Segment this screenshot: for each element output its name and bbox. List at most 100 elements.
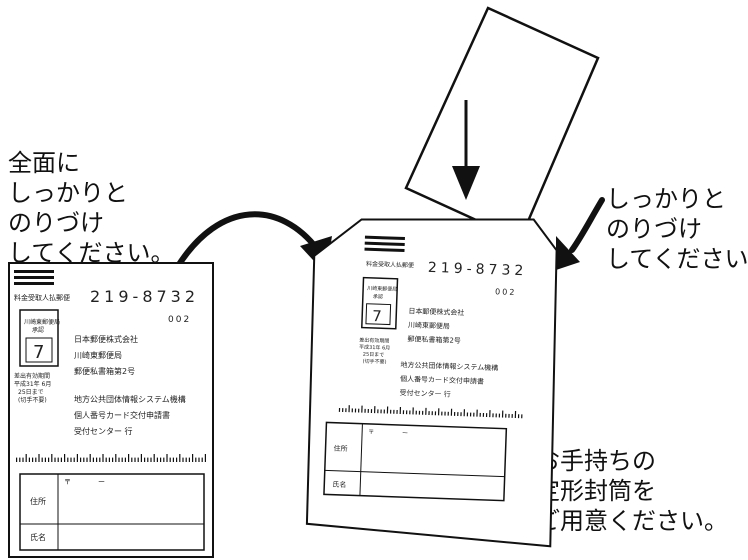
barcode-bar [179,454,181,462]
barcode-bar [521,414,523,419]
barcode-bar [70,457,72,462]
barcode-bar [361,405,363,413]
barcode-bar [354,408,357,413]
barcode-bar [172,457,174,462]
callout-right-line: のりづけ [606,215,702,243]
header-stripe [364,247,405,253]
barcode-bar [140,454,142,462]
barcode-bar [182,457,184,462]
number-label: 002 [495,287,517,297]
barcode-bar [495,413,497,418]
barcode-bar [358,408,360,413]
department-line: 地方公共団体情報システム機構 [400,360,498,372]
barcode-bar [64,454,66,462]
barcode-bar [434,411,437,416]
barcode-bar [176,457,178,462]
barcode-bar [342,408,344,412]
barcode-bar [383,409,385,414]
callout-bottom-line: お手持ちの [536,447,656,475]
barcode-bar [364,408,366,413]
post-office-box [361,276,399,330]
name-label: 氏名 [30,532,46,542]
barcode-bar [128,454,130,462]
postcard-left: 料金受取人払郵便 219-8732 002 川崎東郵便局 承認 7 日本郵便株式… [8,262,214,558]
barcode-bar [386,406,389,414]
post-office-number-box [25,337,53,363]
post-office-number: 7 [372,307,382,325]
barcode-bar [492,413,494,418]
dash-mark: ー [98,478,105,486]
barcode-bar [67,457,69,462]
barcode-bar [367,408,369,413]
barcode-bar [453,412,456,416]
envelope-top [404,6,600,242]
address-name-box [323,421,508,502]
barcode-bar [137,457,139,462]
barcode-bar [115,454,117,462]
barcode-bar [19,457,21,462]
barcode-bar [374,406,376,414]
post-office-line1: 川崎東郵便局 [24,318,60,326]
callout-prepare-envelope: お手持ちの 定形封筒を ご用意ください。 [536,446,728,536]
barcode-bar [421,410,424,415]
expiry-line: 差出有効期間 [14,372,50,380]
barcode-bar [35,457,37,462]
callout-bottom-line: 定形封筒を [536,477,656,505]
barcode-bar [460,412,462,417]
postal-mark: 〒 [368,429,374,436]
name-label: 氏名 [332,480,346,489]
barcode-bar [402,410,405,415]
barcode-bar [124,457,126,462]
barcode-bar [96,457,98,462]
barcode-bar [73,457,75,462]
barcode-bar [485,413,488,418]
barcode-bar [489,410,491,418]
barcode-bar [57,457,59,462]
address-label: 住所 [30,496,46,506]
barcode-bar [48,457,50,462]
callout-left-line: しっかりと [8,179,128,207]
header-stripe [14,276,54,279]
expiry-line: 差出有効期間 [359,337,389,345]
barcode-bar [195,457,197,462]
barcode-bar [89,454,91,462]
barcode-bar [463,409,466,417]
post-office-line2: 承認 [373,293,383,300]
barcode-bar [201,457,203,462]
barcode-bar [185,457,187,462]
recipient-line: 郵便私書箱第2号 [407,334,461,345]
barcode-bar [160,457,162,462]
post-office-number-box [365,303,392,326]
barcode-bar [144,457,146,462]
barcode [16,454,206,462]
recipient-line: 日本郵便株式会社 [408,306,464,317]
barcode-bar [409,410,411,415]
barcode-bar [476,409,478,417]
expiry-line: 平成31年 6月 [14,380,51,388]
header-stripe [364,241,405,247]
curved-arrow-right-head [556,236,580,270]
barcode-bar [498,413,501,418]
barcode-bar [44,457,46,462]
department-line: 個人番号カード交付申請書 [400,374,484,386]
barcode-bar [80,457,82,462]
address-label: 住所 [333,444,347,453]
barcode-bar [25,454,27,462]
expiry-line: 25日まで [363,352,385,359]
postal-code: 219-8732 [90,287,199,306]
barcode-bar [437,408,440,416]
barcode-bar [444,411,446,416]
barcode-bar [348,405,350,413]
recipient-line: 川崎東郵便局 [408,320,450,330]
expiry-line: (切手不要) [18,396,47,404]
barcode-bar [390,409,392,414]
barcode-bar [418,410,421,415]
callout-right-line: してください。 [606,245,748,273]
curved-arrow-left [175,211,321,269]
barcode-bar [112,457,114,462]
barcode-bar [156,457,158,462]
barcode-bar [473,412,475,417]
barcode-bar [415,410,417,415]
barcode-bar [192,454,194,462]
barcode-bar [83,457,85,462]
